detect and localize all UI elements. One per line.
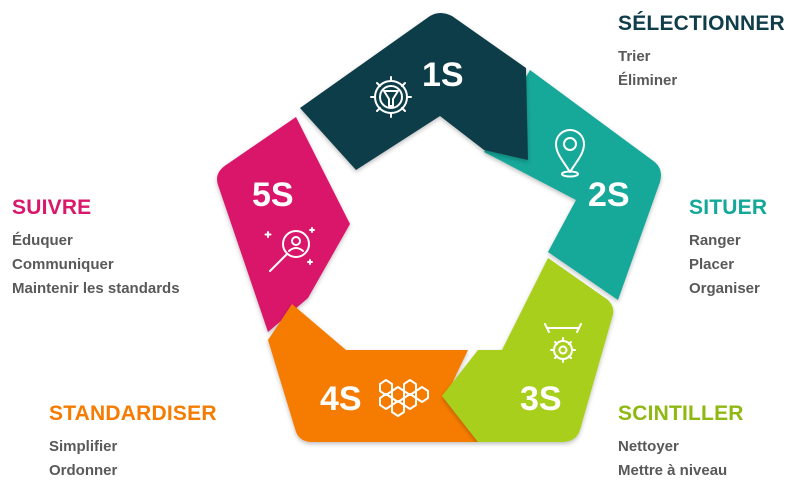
label-title-4s: STANDARDISER	[49, 402, 217, 425]
label-block-5s: SUIVRE Éduquer Communiquer Maintenir les…	[12, 196, 180, 301]
label-item: Éliminer	[618, 72, 678, 89]
label-item: Communiquer	[12, 256, 114, 273]
segment-5s	[217, 117, 350, 332]
segment-number-5s: 5S	[252, 176, 294, 214]
label-block-4s: STANDARDISER Simplifier Ordonner	[49, 402, 217, 483]
label-title-2s: SITUER	[689, 196, 768, 219]
magnifier-person-icon	[264, 227, 315, 272]
segment-number-1s: 1S	[422, 56, 464, 94]
label-item: Placer	[689, 256, 735, 273]
label-block-2s: SITUER Ranger Placer Organiser	[689, 196, 767, 301]
label-item: Ranger	[689, 232, 741, 249]
hexagon-network-icon	[379, 379, 429, 417]
segment-2s	[484, 70, 661, 300]
label-items-5s: Éduquer Communiquer Maintenir les standa…	[12, 229, 180, 301]
segment-number-4s: 4S	[320, 380, 362, 418]
label-items-4s: Simplifier Ordonner	[49, 435, 217, 483]
label-title-5s: SUIVRE	[12, 196, 92, 219]
location-pin-icon	[555, 129, 585, 178]
label-items-2s: Ranger Placer Organiser	[689, 229, 767, 301]
label-title-1s: SÉLECTIONNER	[618, 12, 785, 35]
label-item: Maintenir les standards	[12, 280, 180, 297]
label-items-1s: Trier Éliminer	[618, 45, 785, 93]
segment-1s	[300, 13, 528, 170]
gear-funnel-icon	[370, 76, 412, 118]
label-block-1s: SÉLECTIONNER Trier Éliminer	[618, 12, 785, 93]
label-item: Trier	[618, 48, 651, 65]
label-title-3s: SCINTILLER	[618, 402, 744, 425]
segment-4s	[268, 304, 478, 442]
label-item: Simplifier	[49, 438, 118, 455]
segment-number-2s: 2S	[588, 176, 630, 214]
label-item: Organiser	[689, 280, 760, 297]
label-item: Nettoyer	[618, 438, 679, 455]
wrench-gear-icon	[544, 323, 582, 363]
segment-3s	[442, 258, 614, 442]
label-item: Ordonner	[49, 462, 118, 479]
label-item: Mettre à niveau	[618, 462, 728, 479]
label-item: Éduquer	[12, 232, 73, 249]
label-items-3s: Nettoyer Mettre à niveau	[618, 435, 744, 483]
segment-number-3s: 3S	[520, 380, 562, 418]
label-block-3s: SCINTILLER Nettoyer Mettre à niveau	[618, 402, 744, 483]
